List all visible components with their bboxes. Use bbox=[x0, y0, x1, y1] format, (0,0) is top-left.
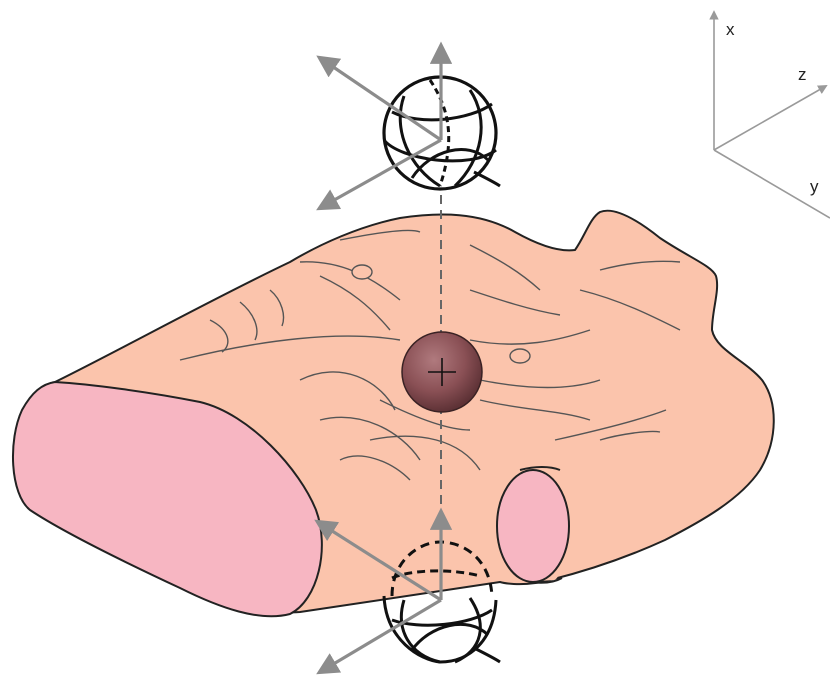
z-axis-arrow bbox=[714, 86, 826, 150]
pore bbox=[352, 265, 372, 279]
top-rotating-sphere bbox=[320, 46, 500, 208]
y-axis-label: y bbox=[810, 177, 819, 196]
z-axis-label: z bbox=[798, 65, 807, 84]
x-axis-label: x bbox=[726, 20, 735, 39]
tissue-block bbox=[13, 211, 774, 617]
coordinate-axes: x z y bbox=[714, 12, 830, 218]
bottom-y-arrow bbox=[320, 600, 441, 672]
small-cut-face bbox=[497, 470, 569, 582]
target-sphere bbox=[402, 332, 482, 412]
pore bbox=[510, 349, 530, 363]
